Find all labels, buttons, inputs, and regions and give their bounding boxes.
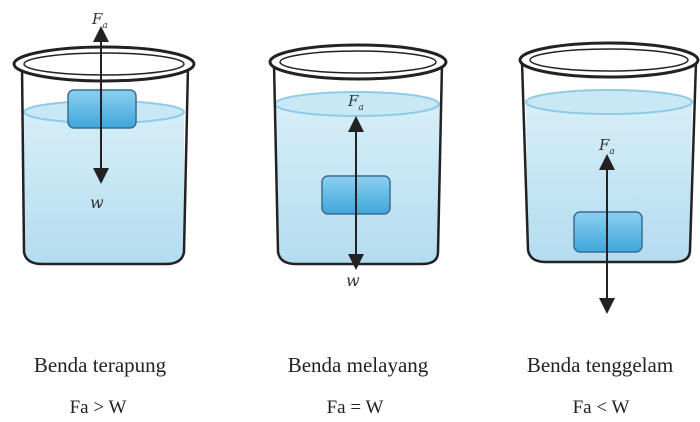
water [24,112,184,264]
beaker-rim-inner [279,50,437,74]
caption-sinking: Benda tenggelam [526,353,674,377]
caption-suspended: Benda melayang [287,353,429,377]
buoyant-force-label: Fa [598,136,615,157]
beaker-body [20,65,190,266]
weight-label: w [90,193,104,212]
buoyant-force-label: Fa [91,10,108,31]
beaker-sinking: Fa w [518,41,700,320]
caption-floating: Benda terapung [33,353,167,377]
beaker-rim-inner [529,48,689,72]
buoyancy-diagram: Fa w Fa w Fa w [12,10,700,320]
relation-sinking: Fa < W [572,397,630,418]
beaker-body [520,61,698,264]
weight-label: w [598,316,612,320]
relation-floating: Fa > W [69,397,127,418]
relation-suspended: Fa = W [326,397,384,418]
weight-label: w [346,271,360,290]
beaker-floating: Fa w [12,10,196,266]
beaker-suspended: Fa w [268,43,448,290]
beaker-rim-inner [23,52,185,76]
water [526,102,692,262]
water-surface [525,89,693,115]
buoyant-force-label: Fa [347,92,364,113]
